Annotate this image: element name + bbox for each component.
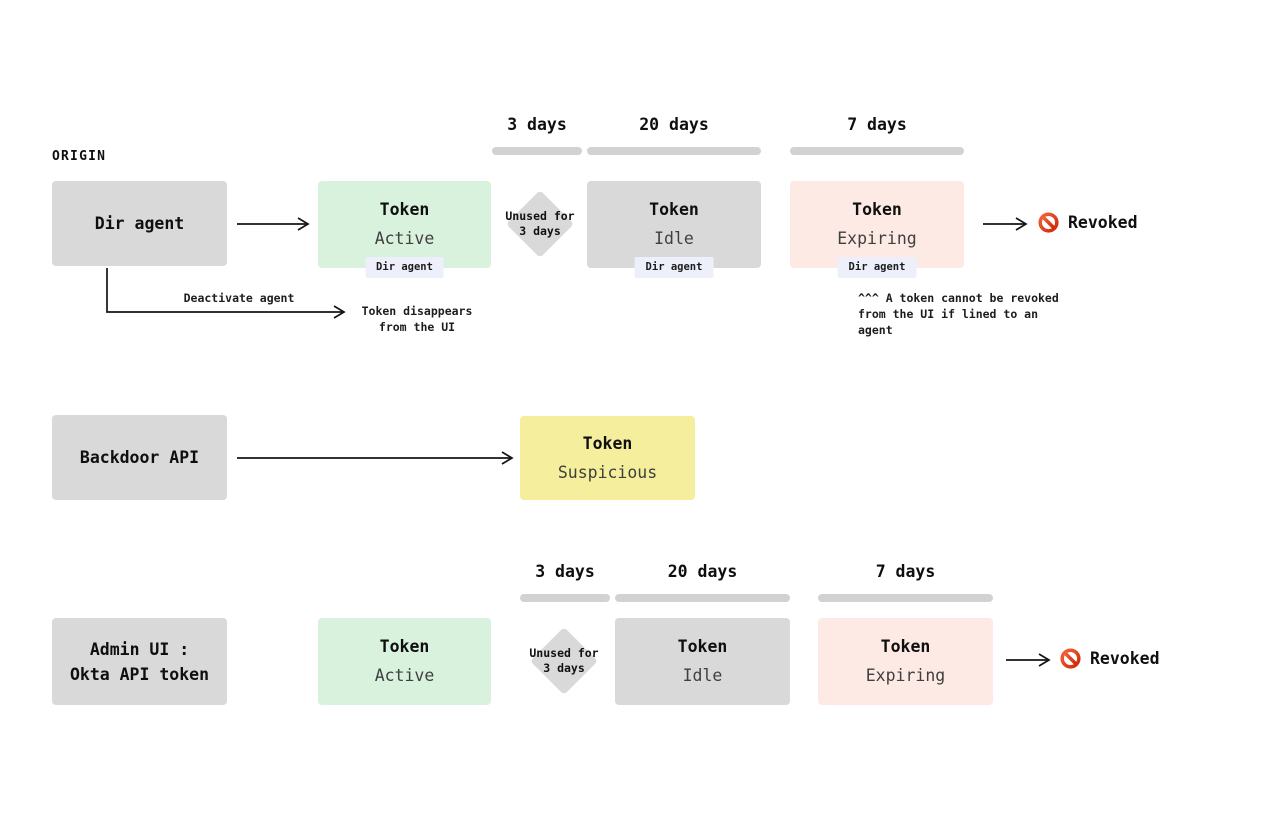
duration-bar[interactable] [790,147,964,155]
connector-arrow[interactable] [980,214,1034,234]
duration-bar[interactable] [818,594,993,602]
state-status: Active [374,666,435,685]
condition-line1: Unused for [505,209,575,223]
duration-bar[interactable] [492,147,582,155]
duration-bar[interactable] [587,147,761,155]
connector-arrow[interactable] [1003,650,1057,670]
condition-diamond-unused-3-days[interactable]: Unused for 3 days [526,625,602,697]
source-label-line2: Okta API token [69,664,210,684]
state-node-token-suspicious[interactable]: Token Suspicious [520,416,695,500]
duration-label-3-days: 3 days [535,562,595,581]
deactivate-agent-label: Deactivate agent [183,291,295,305]
connector-elbow-deactivate[interactable] [98,266,354,324]
state-node-token-idle[interactable]: Token Idle Dir agent [587,181,761,278]
state-status: Idle [682,666,723,685]
state-node-token-idle[interactable]: Token Idle [615,618,790,705]
revoked-label: Revoked [1068,213,1138,232]
source-label-line1: Admin UI : [89,639,190,659]
note-line1: ^^^ A token cannot be revoked [858,291,1059,305]
revoked-label: Revoked [1090,649,1160,668]
token-disappears-line1: Token disappears [361,304,473,318]
token-disappears-note: Token disappears from the UI [350,303,484,335]
state-title: Token [649,200,699,219]
state-title: Token [677,637,728,656]
note-line3: agent [858,323,893,337]
state-node-token-active[interactable]: Token Active [318,618,491,705]
owner-tag[interactable]: Dir agent [837,257,917,278]
state-status: Active [374,229,435,248]
condition-line2: 3 days [519,224,561,238]
owner-tag[interactable]: Dir agent [634,257,714,278]
duration-label-20-days: 20 days [667,562,738,581]
duration-bar[interactable] [615,594,790,602]
state-status: Idle [654,229,694,248]
duration-bar[interactable] [520,594,610,602]
token-disappears-line2: from the UI [378,320,456,334]
state-title: Token [379,637,430,656]
no-entry-icon [1038,212,1059,233]
state-title: Token [379,200,430,219]
state-status: Expiring [865,666,946,685]
condition-line2: 3 days [543,661,585,675]
note-line2: from the UI if lined to an [858,307,1039,321]
revoked-terminal[interactable]: Revoked [1038,212,1138,233]
duration-label-7-days: 7 days [875,562,936,581]
duration-label-7-days: 7 days [847,115,907,134]
condition-line1: Unused for [529,646,599,660]
source-label: Backdoor API [79,448,200,467]
condition-diamond-unused-3-days[interactable]: Unused for 3 days [502,188,578,260]
source-node-dir-agent[interactable]: Dir agent [52,181,227,266]
state-title: Token [880,637,931,656]
revoked-terminal[interactable]: Revoked [1060,648,1160,669]
state-node-token-expiring[interactable]: Token Expiring [818,618,993,705]
state-status: Expiring [837,229,917,248]
connector-arrow[interactable] [234,448,520,468]
state-title: Token [582,433,633,453]
connector-arrow[interactable] [234,214,318,234]
duration-label-3-days: 3 days [507,115,567,134]
duration-label-20-days: 20 days [639,115,709,134]
state-title: Token [852,200,902,219]
source-node-backdoor-api[interactable]: Backdoor API [52,415,227,500]
state-node-token-active[interactable]: Token Active Dir agent [318,181,491,278]
state-node-token-expiring[interactable]: Token Expiring Dir agent [790,181,964,278]
no-entry-icon [1060,648,1081,669]
cannot-revoke-note: ^^^ A token cannot be revoked from the U… [858,290,1078,338]
owner-tag[interactable]: Dir agent [365,257,444,278]
origin-label: ORIGIN [52,149,107,164]
source-node-admin-ui-okta[interactable]: Admin UI : Okta API token [52,618,227,705]
source-label: Dir agent [94,214,185,233]
state-status: Suspicious [557,462,658,482]
